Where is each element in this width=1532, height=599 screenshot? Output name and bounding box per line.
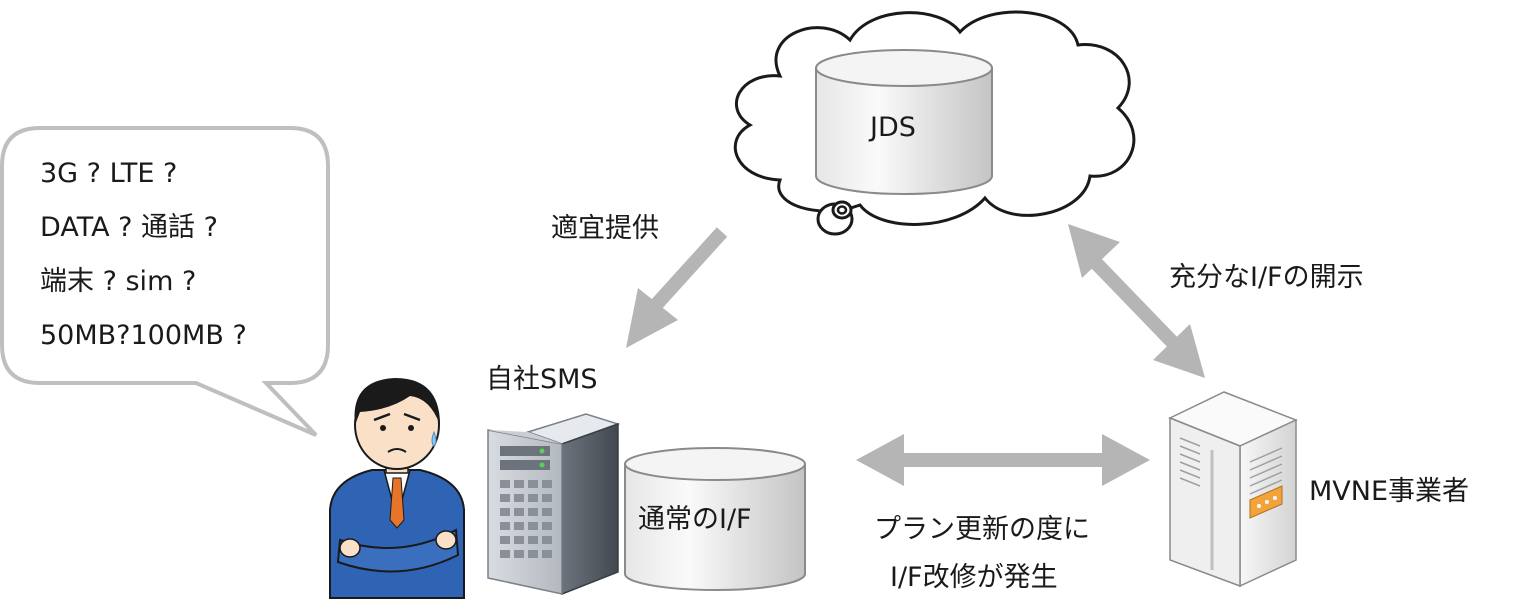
provide-arrow xyxy=(626,227,728,348)
normal-if-database-icon xyxy=(624,447,806,591)
interface-double-arrow xyxy=(856,434,1150,486)
provide-label: 適宜提供 xyxy=(551,213,659,244)
bubble-line-4: 50MB?100MB ? xyxy=(40,320,247,351)
plan-update-label-line2: I/F改修が発生 xyxy=(890,562,1058,593)
jds-label: JDS xyxy=(870,112,916,143)
disclose-double-arrow xyxy=(1068,224,1205,378)
jds-database-icon xyxy=(815,49,993,195)
mvne-server-icon xyxy=(1168,391,1298,588)
own-sms-label: 自社SMS xyxy=(486,364,598,395)
mvne-label: MVNE事業者 xyxy=(1309,476,1470,507)
bubble-line-2: DATA ? 通話 ? xyxy=(40,212,218,243)
worried-person-icon xyxy=(329,378,465,599)
disclose-label: 充分なI/Fの開示 xyxy=(1169,262,1364,293)
bubble-line-1: 3G ? LTE ? xyxy=(40,158,178,189)
own-sms-server-icon xyxy=(487,413,621,596)
plan-update-label-line1: プラン更新の度に xyxy=(874,514,1090,545)
bubble-line-3: 端末 ? sim ? xyxy=(40,266,197,297)
normal-if-label: 通常のI/F xyxy=(638,504,752,535)
speech-bubble xyxy=(0,126,330,437)
